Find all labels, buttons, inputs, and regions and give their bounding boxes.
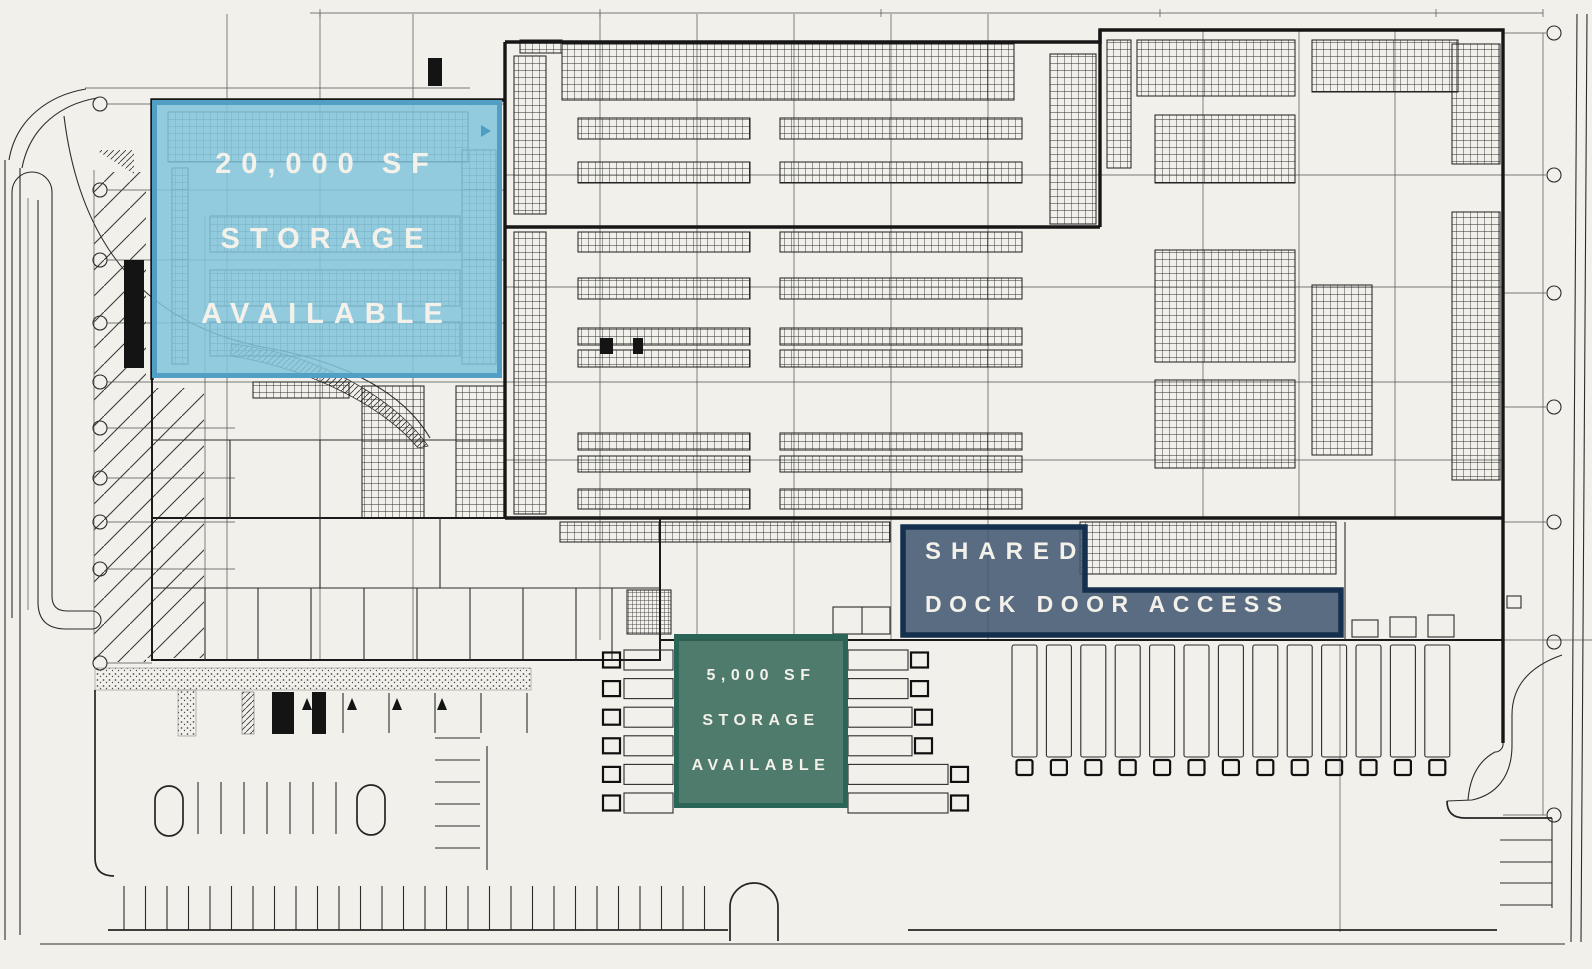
- storage-5000-line3: AVAILABLE: [691, 757, 831, 774]
- shaft-block: [428, 58, 442, 86]
- arrow-right-icon: [481, 125, 491, 137]
- storage-5000-line2: STORAGE: [702, 712, 820, 729]
- office-rooms: [151, 439, 1455, 661]
- property-boundary: [4, 9, 1588, 945]
- storage-5000-line1: 5,000 SF: [706, 667, 816, 684]
- parking-lot: [94, 690, 1497, 941]
- dock-trailer-stalls: [1011, 644, 1451, 932]
- shared-dock-overlay: [900, 524, 1344, 638]
- southeast-driveway: [1446, 654, 1563, 908]
- storage-20000-overlay: 20,000 SF STORAGE AVAILABLE: [152, 100, 502, 378]
- wall-block: [124, 260, 144, 368]
- side-trailer-bays: [601, 649, 970, 814]
- shared-dock-line1: SHARED: [925, 538, 1087, 565]
- storage-5000-overlay: 5,000 SF STORAGE AVAILABLE: [674, 634, 848, 808]
- storage-20000-line2: STORAGE: [220, 222, 434, 255]
- grid-bubbles: [92, 25, 1562, 823]
- shared-dock-line2: DOCK DOOR ACCESS: [925, 591, 1290, 617]
- storage-20000-line1: 20,000 SF: [215, 147, 439, 180]
- storage-20000-line3: AVAILABLE: [201, 297, 453, 330]
- sidewalk-strip: [94, 667, 532, 737]
- landscape-hatch: [93, 170, 206, 662]
